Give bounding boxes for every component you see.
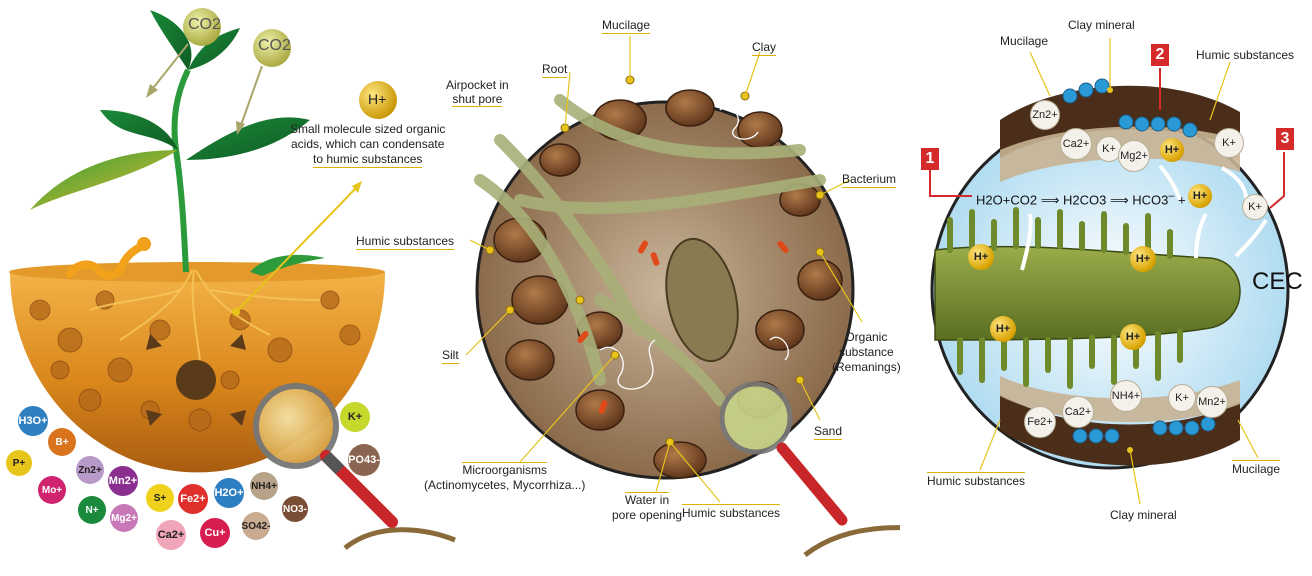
eq-co2: CO2 — [1010, 192, 1037, 207]
airpocket-line-2: shut pore — [452, 92, 502, 107]
nutrient-ion: Ca2+ — [156, 520, 186, 550]
hplus-top: H+ — [1160, 138, 1184, 162]
cation-bottom: Ca2+ — [1062, 396, 1094, 428]
cation-bottom: K+ — [1168, 384, 1196, 412]
hplus-equation: H+ — [1188, 184, 1212, 208]
hplus-root: H+ — [990, 316, 1016, 342]
carbonic-acid-equation: H2O+CO2 ⟹ H2CO3 ⟹ HCO3– + — [976, 190, 1186, 208]
nutrient-ion: N+ — [78, 496, 106, 524]
cec-label: CEC — [1252, 268, 1303, 296]
nutrient-ion: S+ — [146, 484, 174, 512]
step-badge-1: 1 — [921, 148, 939, 170]
organic-line-3: (Remanings) — [832, 360, 901, 375]
water-line-2: pore opening — [612, 508, 682, 523]
cation-bottom: Mn2+ — [1196, 386, 1228, 418]
eq-arrow-1: ⟹ — [1041, 192, 1060, 207]
label-humic-substances-bottom: Humic substances — [682, 504, 780, 520]
label-humic-substances-left: Humic substances — [356, 234, 454, 250]
label-airpocket: Airpocket in shut pore — [446, 78, 509, 107]
eq-h2co3: H2CO3 — [1063, 192, 1106, 207]
eq-plus-2: + — [1178, 192, 1186, 207]
cation-exchange-illustration — [900, 0, 1312, 576]
hplus-root: H+ — [968, 244, 994, 270]
label-clay-mineral-bottom: Clay mineral — [1110, 508, 1177, 522]
eq-minus: – — [1168, 190, 1174, 202]
label-humic-substances-top: Humic substances — [1196, 48, 1294, 62]
nutrient-ion: P+ — [6, 450, 32, 476]
nutrient-ion: Cu+ — [200, 518, 230, 548]
step-badge-3: 3 — [1276, 128, 1294, 150]
eq-hco3: HCO3 — [1132, 192, 1168, 207]
label-sand: Sand — [814, 424, 842, 440]
cation-top: Zn2+ — [1030, 100, 1060, 130]
label-silt: Silt — [442, 348, 459, 364]
eq-arrow-2: ⟹ — [1110, 192, 1129, 207]
cation-top: K+ — [1214, 128, 1244, 158]
nutrient-ion: NH4+ — [250, 472, 278, 500]
organic-line-2: substance — [832, 345, 901, 360]
nutrient-ion: Fe2+ — [178, 484, 208, 514]
nutrient-ion: Mo+ — [38, 476, 66, 504]
label-water-in-pore: Water in pore opening — [612, 492, 682, 523]
eq-h2o: H2O — [976, 192, 1003, 207]
organic-acids-note: Small molecule sized organic acids, whic… — [290, 122, 445, 168]
label-organic-substance: Organic substance (Remanings) — [832, 330, 901, 375]
label-mucilage-top: Mucilage — [1000, 34, 1048, 48]
label-humic-substances-lower: Humic substances — [927, 472, 1025, 488]
hplus-label: H+ — [368, 91, 386, 107]
co2-label-right: CO2 — [258, 37, 291, 55]
water-line-1: Water in — [625, 492, 669, 508]
nutrient-ion: Zn2+ — [76, 456, 104, 484]
label-microorganisms: Microorganisms (Actinomycetes, Mycorrhiz… — [424, 462, 585, 493]
nutrient-ion: Mg2+ — [110, 504, 138, 532]
cation-top: Mg2+ — [1118, 140, 1150, 172]
label-mucilage-bottom: Mucilage — [1232, 460, 1280, 476]
step-badge-2: 2 — [1151, 44, 1169, 66]
label-root: Root — [542, 62, 567, 78]
micro-line-1: Microorganisms — [462, 462, 547, 478]
note-line-3: to humic substances — [313, 152, 422, 168]
nutrient-ion: PO43- — [348, 444, 380, 476]
note-line-2: acids, which can condensate — [290, 137, 445, 152]
note-line-1: Small molecule sized organic — [290, 122, 445, 137]
label-bacterium: Bacterium — [842, 172, 896, 188]
micro-line-2: (Actinomycetes, Mycorrhiza...) — [424, 478, 585, 493]
label-mucilage: Mucilage — [602, 18, 650, 34]
nutrient-ion: H3O+ — [18, 406, 48, 436]
hplus-root: H+ — [1120, 324, 1146, 350]
cation-top: Ca2+ — [1060, 128, 1092, 160]
cation-bottom: NH4+ — [1110, 380, 1142, 412]
nutrient-ion: Mn2+ — [108, 466, 138, 496]
nutrient-ion: SO42- — [242, 512, 270, 540]
nutrient-ion: NO3- — [282, 496, 308, 522]
co2-label-top: CO2 — [188, 16, 221, 34]
nutrient-ion: K+ — [340, 402, 370, 432]
nutrient-ion: H2O+ — [214, 478, 244, 508]
organic-line-1: Organic — [832, 330, 901, 345]
hplus-root: H+ — [1130, 246, 1156, 272]
nutrient-ion: B+ — [48, 428, 76, 456]
kplus-free: K+ — [1242, 194, 1268, 220]
label-clay-mineral-top: Clay mineral — [1068, 18, 1135, 32]
airpocket-line-1: Airpocket in — [446, 78, 509, 92]
cation-bottom: Fe2+ — [1024, 406, 1056, 438]
label-clay: Clay — [752, 40, 776, 56]
